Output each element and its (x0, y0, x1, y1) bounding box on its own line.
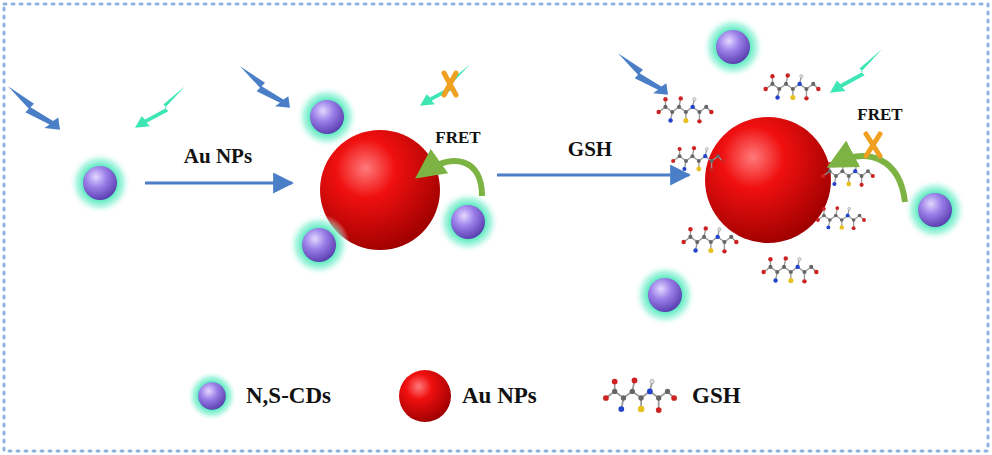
legend-gsh-molecule (603, 378, 677, 413)
gsh-molecule (671, 146, 725, 172)
block-cross (444, 73, 456, 95)
carbon-dot (437, 191, 499, 253)
gsh-molecule (681, 226, 738, 253)
gsh-molecule (763, 73, 820, 100)
carbon-dot (288, 214, 350, 276)
fret-label: FRET (435, 129, 480, 146)
emission-light (135, 86, 185, 128)
excitation-light (618, 53, 668, 95)
arrow-label: Au NPs (184, 146, 252, 167)
legend-gold-nanoparticle (399, 370, 451, 422)
legend-carbon-dot (187, 371, 237, 421)
process-arrow (497, 174, 689, 177)
carbon-dot (702, 16, 764, 78)
process-arrow (145, 182, 292, 185)
gsh-molecule (816, 206, 866, 230)
fret-arrow (832, 156, 905, 202)
gsh-molecule (656, 96, 713, 123)
gold-nanoparticle (705, 117, 831, 243)
legend-label: Au NPs (462, 384, 537, 407)
excitation-light (8, 86, 60, 129)
gsh-molecule (821, 161, 875, 187)
gsh-molecule (761, 256, 818, 283)
fret-label: FRET (857, 106, 902, 123)
carbon-dot (69, 152, 131, 214)
quenched-emission (420, 64, 470, 106)
legend-label: N,S-CDs (246, 384, 331, 407)
carbon-dot (634, 264, 696, 326)
legend-label: GSH (692, 384, 741, 407)
carbon-dot (904, 179, 966, 241)
excitation-light (240, 66, 290, 108)
carbon-dot (296, 86, 358, 148)
block-cross (866, 134, 880, 156)
fret-arrow (420, 161, 482, 196)
arrow-label: GSH (568, 139, 612, 160)
emission-light (830, 49, 882, 92)
dotted-frame (4, 4, 988, 451)
